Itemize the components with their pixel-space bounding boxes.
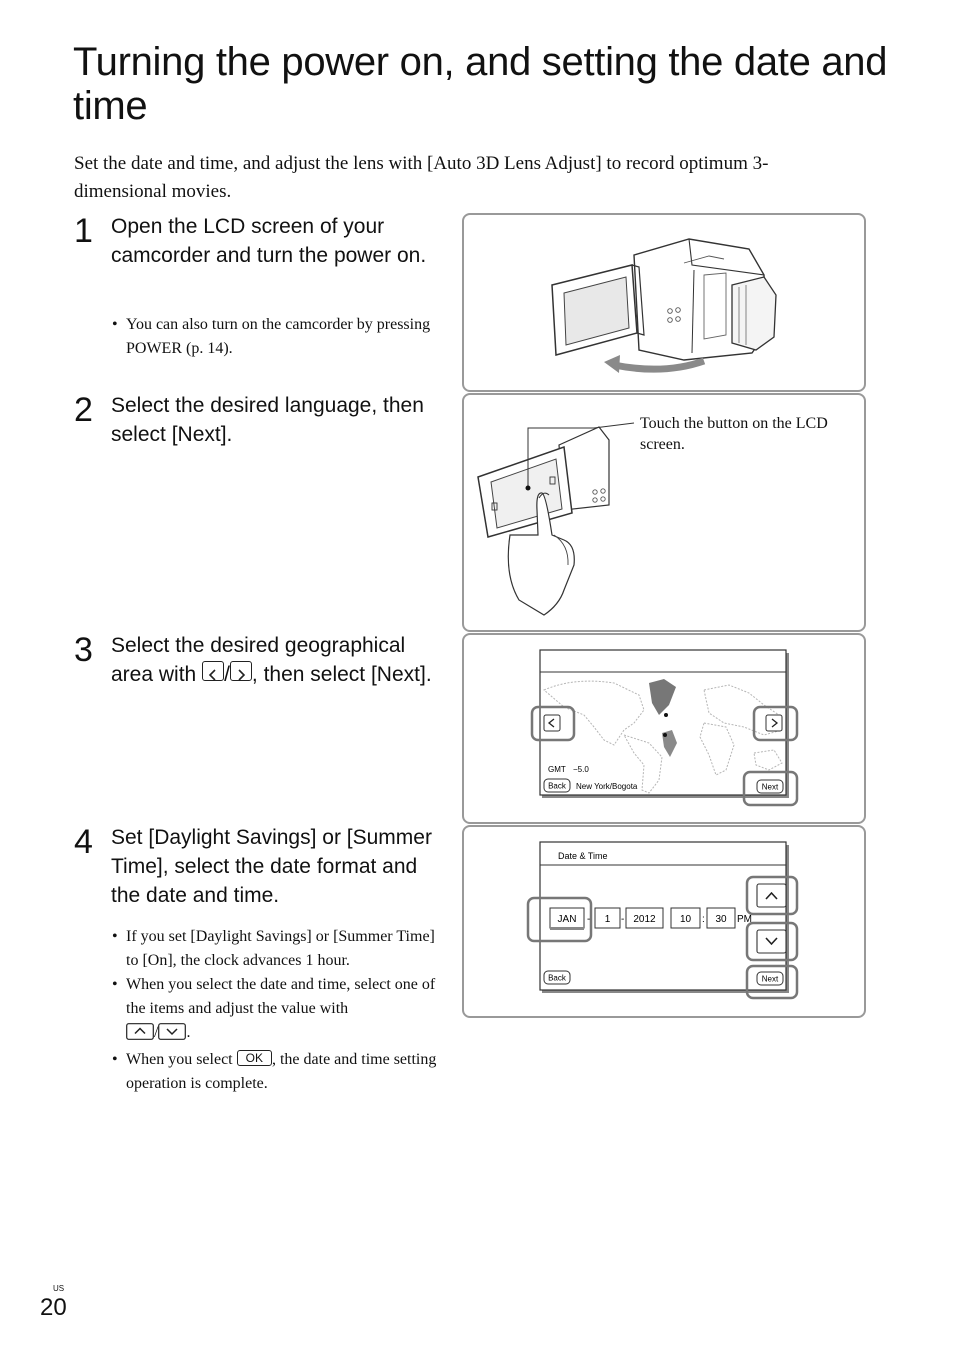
world-map (543, 680, 783, 794)
right-arrow-button[interactable] (765, 714, 783, 732)
svg-text:JAN: JAN (558, 914, 577, 925)
ampm-label: PM (737, 914, 752, 925)
down-arrow-button[interactable] (756, 929, 787, 954)
date-time-screen: Date & Time JAN - 1 - 2012 10 : 30 PM (526, 841, 799, 1000)
month-highlight (526, 896, 593, 943)
svg-text:Next: Next (762, 783, 779, 792)
date-time-screen-panel: Date & Time JAN - 1 - 2012 10 : 30 PM (462, 825, 866, 1018)
svg-text:2012: 2012 (633, 914, 656, 925)
step-3-text: Select the desired geographical area wit… (111, 634, 432, 686)
step-4-notes: If you set [Daylight Savings] or [Summer… (111, 925, 446, 1096)
next-button[interactable]: Next (756, 971, 784, 986)
camcorder-illustration-panel (462, 213, 866, 392)
step-4-text: Set [Daylight Savings] or [Summer Time],… (111, 826, 432, 907)
svg-text:Back: Back (548, 782, 567, 791)
camcorder-open-lcd-illustration (551, 238, 777, 373)
step-1-notes: You can also turn on the camcorder by pr… (111, 313, 446, 361)
step-2-text: Select the desired language, then select… (111, 394, 424, 446)
touch-callout-text: Touch the button on the LCD screen. (640, 415, 828, 453)
step-3-number: 3 (74, 631, 93, 669)
back-button[interactable]: Back (543, 970, 571, 985)
step-4-note-2: When you select the date and time, selec… (111, 973, 446, 1048)
up-arrow-button-icon (126, 1023, 154, 1048)
up-button-highlight (745, 875, 799, 916)
intro-text: Set the date and time, and adjust the le… (74, 153, 769, 202)
svg-text:30: 30 (715, 914, 727, 925)
next-button-highlight (742, 770, 799, 807)
step-1-number: 1 (74, 212, 93, 250)
back-button[interactable]: Back (543, 778, 571, 793)
svg-text:Next: Next (762, 975, 779, 984)
location-name: New York/Bogota (576, 782, 638, 791)
down-arrow-button-icon (158, 1023, 187, 1048)
year-field[interactable]: 2012 (625, 907, 664, 929)
svg-text::: : (702, 914, 705, 925)
step-1-note: You can also turn on the camcorder by pr… (111, 313, 446, 361)
step-4-number: 4 (74, 823, 93, 861)
svg-text:-: - (621, 914, 624, 925)
region-code: US (53, 1284, 65, 1293)
ok-button-icon: OK (236, 1050, 272, 1066)
step-2-number: 2 (74, 391, 93, 429)
area-select-screen-panel: GMT −5.0 Back New York/Bogota Next (462, 633, 866, 824)
left-arrow-button-icon (202, 661, 225, 681)
down-button-highlight (745, 921, 799, 962)
svg-text:10: 10 (680, 914, 692, 925)
step-4-note-3: When you select OK, the date and time se… (111, 1048, 446, 1096)
left-arrow-button[interactable] (543, 714, 561, 732)
touch-lcd-illustration-panel: Touch the button on the LCD screen. (462, 393, 866, 632)
touch-screen-illustration (477, 422, 635, 616)
page-title: Turning the power on, and setting the da… (73, 40, 888, 128)
hour-field[interactable]: 10 (670, 907, 701, 929)
right-arrow-highlight (752, 705, 799, 742)
up-arrow-button[interactable] (756, 883, 787, 908)
svg-text:1: 1 (605, 914, 611, 925)
area-select-screen: GMT −5.0 Back New York/Bogota Next (530, 649, 799, 807)
page-number: 20 (40, 1294, 67, 1321)
month-field[interactable]: JAN (549, 907, 585, 930)
next-button[interactable]: Next (756, 779, 784, 794)
step-1-text: Open the LCD screen of your camcorder an… (111, 215, 427, 267)
gmt-value: −5.0 (573, 765, 589, 774)
day-field[interactable]: 1 (594, 907, 621, 929)
date-time-header: Date & Time (558, 851, 608, 861)
gmt-label: GMT (548, 765, 566, 774)
step-4-note-1: If you set [Daylight Savings] or [Summer… (111, 925, 446, 973)
svg-text:Back: Back (548, 974, 567, 983)
minute-field[interactable]: 30 (706, 907, 736, 929)
left-arrow-highlight (530, 705, 576, 742)
svg-text:-: - (587, 914, 590, 925)
next-button-highlight (745, 964, 799, 1000)
right-arrow-button-icon (229, 661, 252, 681)
